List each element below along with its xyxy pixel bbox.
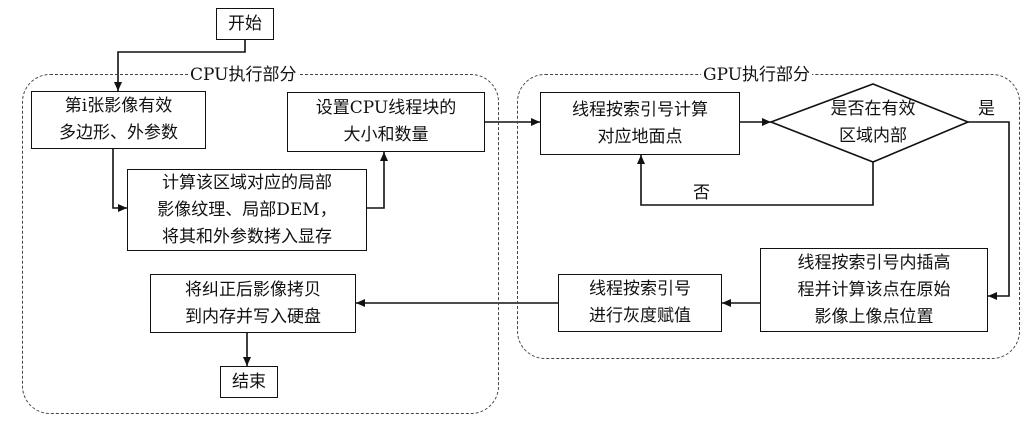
- gray-assign-label: 线程按索引号 进行灰度赋值: [589, 279, 691, 326]
- edge-compute-to-setthread: [367, 152, 388, 209]
- edge-decision-no: [637, 155, 874, 206]
- gray-assign-node: 线程按索引号 进行灰度赋值: [558, 274, 722, 332]
- interp-height-node: 线程按索引号内插高 程并计算该点在原始 影像上像点位置: [760, 248, 988, 332]
- compute-local-node: 计算该区域对应的局部 影像纹理、局部DEM， 将其和外参数拷入显存: [127, 169, 367, 251]
- edge-decision-yes: [968, 121, 1010, 300]
- start-node-label: 开始: [228, 13, 262, 34]
- read-polygon-label: 第i张影像有效 多边形、外参数: [59, 96, 178, 143]
- end-node: 结束: [220, 366, 278, 398]
- end-node-label: 结束: [232, 371, 266, 392]
- copy-to-memory-label: 将纠正后影像拷贝 到内存并写入硬盘: [185, 279, 321, 327]
- interp-height-label: 线程按索引号内插高 程并计算该点在原始 影像上像点位置: [797, 252, 951, 327]
- thread-compute-ground-node: 线程按索引号计算 对应地面点: [540, 92, 740, 155]
- copy-to-memory-node: 将纠正后影像拷贝 到内存并写入硬盘: [150, 274, 356, 333]
- in-region-decision-label: 是否在有效 区域内部: [830, 99, 916, 146]
- gpu-region-title: GPU执行部分: [701, 65, 813, 85]
- read-polygon-node: 第i张影像有效 多边形、外参数: [31, 91, 206, 149]
- edge-polygon-to-compute: [112, 149, 127, 212]
- thread-compute-ground-label: 线程按索引号计算 对应地面点: [572, 99, 708, 147]
- edge-start-to-polygon: [114, 40, 246, 91]
- set-thread-node: 设置CPU线程块的 大小和数量: [287, 92, 485, 152]
- start-node: 开始: [216, 8, 274, 40]
- edge-label-no: 否: [693, 183, 710, 203]
- compute-local-label: 计算该区域对应的局部 影像纹理、局部DEM， 将其和外参数拷入显存: [157, 172, 337, 247]
- cpu-region-title: CPU执行部分: [188, 65, 299, 85]
- decision-diamond-shape: [768, 83, 971, 163]
- edge-label-yes: 是: [978, 99, 995, 119]
- set-thread-label: 设置CPU线程块的 大小和数量: [315, 98, 457, 145]
